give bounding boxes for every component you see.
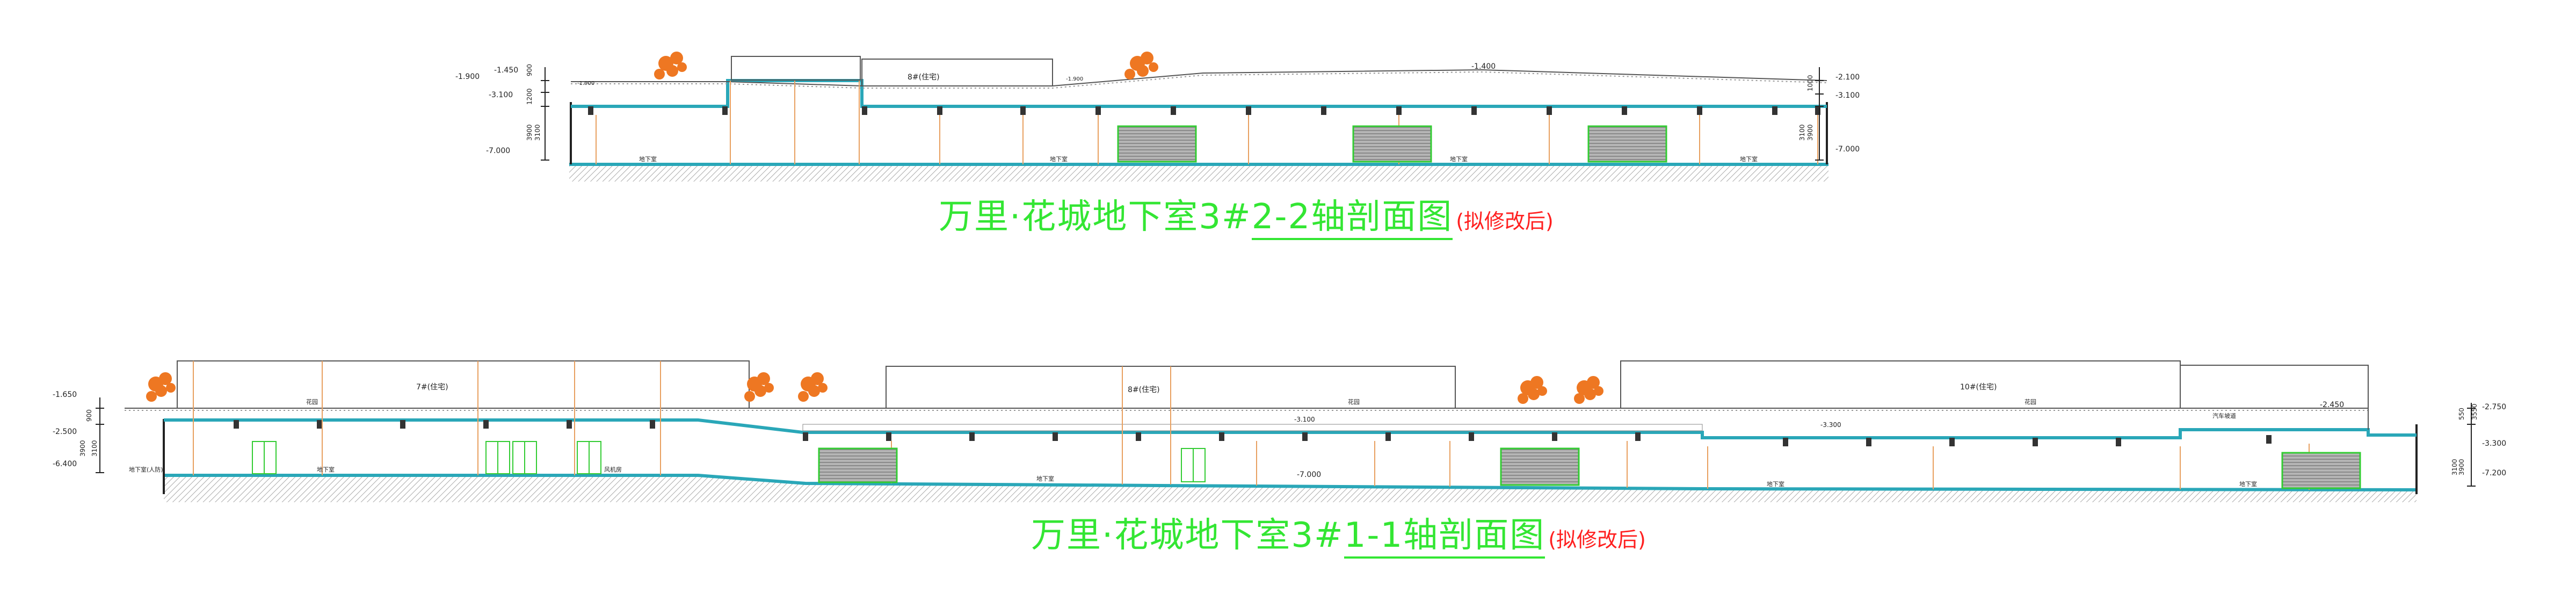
beams [234,420,2272,446]
building-label: 7#(住宅) [416,383,448,392]
section-1-1: -1.650 -2.500 -6.400 900 3900 3100 -2.75… [53,360,2506,502]
level-note: -1.900 [577,81,594,86]
dimension-label: 900 [85,409,93,422]
door-icons [252,441,1206,482]
section-1-1-title: 万里·花城地下室3#1-1轴剖面图(拟修改后) [1031,508,1646,559]
beams [588,106,1820,115]
elevation-label: -2.500 [53,428,77,436]
dimension-label: 3100 [534,124,541,141]
room-label: 地下室 [1050,155,1068,163]
room-label: 地下室 [1036,475,1054,482]
elevation-label: -3.300 [2482,439,2506,448]
dimension-left [541,67,549,161]
yard-label: 花园 [1348,399,1360,406]
roof-band [802,424,1703,431]
room-label: 地下室 [2239,480,2257,488]
building-outline [861,59,1053,86]
room-label: 地下室 [1450,155,1468,163]
elevation-label: -7.000 [1835,145,1860,154]
ground-hatch [569,164,1828,182]
tree-icon [146,372,1603,404]
bottom-slab [164,474,2417,491]
room-label: 地下室 [317,466,335,473]
title-prefix: 万里·花城地下室3# [1031,516,1344,555]
section-2-2: -1.450 -1.900 -3.100 -7.000 900 1200 390… [455,52,1860,182]
title-axis: 2-2轴剖面图 [1251,197,1453,240]
elevation-label: -3.300 [1820,421,1841,429]
elevation-label: -3.100 [1294,416,1315,423]
ground-line [571,69,1827,86]
elevation-label: -2.750 [2482,403,2506,411]
yard-label: 花园 [306,399,318,406]
elevation-label: -3.100 [1835,91,1860,100]
room-label: 风机房 [604,466,622,473]
parked-cars [818,447,2361,489]
room-label: 地下室(人防) [129,466,163,473]
section-2-2-title: 万里·花城地下室3#2-2轴剖面图(拟修改后) [939,189,1554,240]
dimension-right [2467,403,2476,487]
tree-icon [654,52,1158,79]
columns [596,81,1818,164]
title-prefix: 万里·花城地下室3# [939,197,1252,237]
roof-slab [571,79,1827,108]
dimension-label: 550 [2458,408,2465,420]
title-note: (拟修改后) [1548,528,1646,552]
elevation-label: -3.100 [489,91,513,99]
building-label: 8#(住宅) [908,73,940,82]
elevation-label: -1.450 [494,66,518,75]
dimension-left [96,397,104,473]
elevation-label: -1.650 [53,390,77,399]
elevation-label: -2.450 [2320,401,2344,409]
room-label: 地下室 [1740,155,1758,163]
dimension-label: 3100 [91,440,98,457]
elevation-label: -1.400 [1471,62,1496,71]
elevation-label: -7.000 [486,147,510,155]
entrance-label: 汽车坡道 [2212,412,2236,419]
dimension-label: 900 [526,64,533,76]
elevation-label: -7.000 [1297,471,1321,479]
yard-label: 花园 [2024,399,2036,406]
dimension-label: 3900 [526,124,533,141]
ground-dots [571,71,1827,89]
dimension-right [1815,67,1824,161]
columns [193,361,2310,490]
ground-hatch [164,475,2417,502]
parked-cars [1117,125,1667,163]
roof-slab [164,418,2417,439]
elevation-label: -7.200 [2482,469,2506,477]
building-outline [731,56,861,81]
dimension-label: 1200 [526,88,533,105]
elevation-label: -1.900 [455,73,480,81]
dimension-label: 3100 [1798,124,1806,141]
dimension-label: 3900 [1806,124,1814,141]
dimension-label: 3550 [2471,403,2478,420]
dimension-label: 3900 [2458,459,2465,475]
level-note: -1.900 [1066,76,1083,82]
dimension-label: 3100 [2451,459,2458,475]
dimension-label: 1000 [1806,75,1814,91]
title-note: (拟修改后) [1456,209,1554,233]
elevation-label: -6.400 [53,460,77,468]
title-axis: 1-1轴剖面图 [1344,516,1545,559]
building-label: 8#(住宅) [1128,386,1160,394]
building-label: 10#(住宅) [1960,383,1997,392]
dimension-label: 3900 [79,440,86,457]
elevation-label: -2.100 [1835,73,1860,82]
room-label: 地下室 [639,155,657,163]
room-label: 地下室 [1767,480,1784,488]
